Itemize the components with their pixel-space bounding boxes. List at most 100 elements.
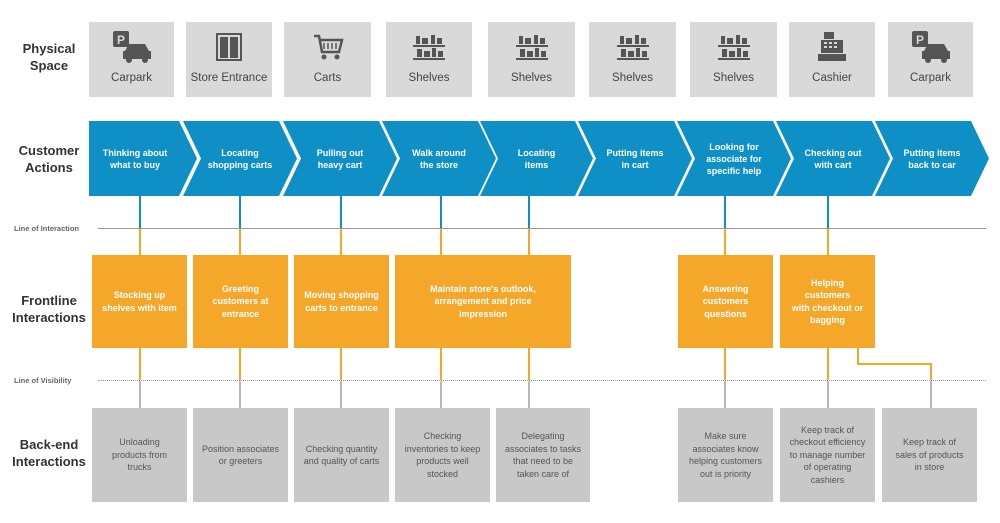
connector-line <box>239 196 241 228</box>
connector-line <box>827 196 829 228</box>
backend-label: Position associates or greeters <box>201 443 280 467</box>
svg-text:P: P <box>116 33 124 47</box>
frontline-label: Stocking up shelves with item <box>102 290 177 313</box>
parking-car-icon: P <box>111 31 153 63</box>
frontline-label: Greeting customers at entrance <box>212 283 269 319</box>
connector-line <box>528 348 530 380</box>
backend-box: Make sure associates know helping custom… <box>678 408 773 502</box>
frontline-label: Maintain store's outlook, arrangement an… <box>430 283 536 319</box>
backend-label: Delegating associates to tasks that need… <box>504 431 582 479</box>
connector-line <box>239 348 241 380</box>
physical-space-box: Shelves <box>690 22 777 97</box>
connector-line <box>724 229 726 255</box>
connector-line <box>930 363 932 380</box>
physical-space-label: Cashier <box>812 72 852 84</box>
customer-action-label: Pulling out heavy cart <box>316 147 364 170</box>
customer-action-arrow: Checking out with cart <box>776 121 890 196</box>
customer-action-label: Putting items in cart <box>606 147 664 170</box>
connector-line <box>139 229 141 255</box>
connector-line <box>139 196 141 228</box>
physical-space-box: Carts <box>284 22 371 97</box>
backend-label: Checking quantity and quality of carts <box>303 443 380 467</box>
shelves-icon <box>717 31 751 63</box>
connector-line <box>440 348 442 380</box>
cash-register-icon <box>816 31 848 63</box>
connector-line <box>340 196 342 228</box>
physical-space-box: Store Entrance <box>186 22 272 97</box>
backend-label: Keep track of checkout efficiency to man… <box>789 424 866 485</box>
connector-line <box>930 381 932 408</box>
backend-label: Checking inventories to keep products we… <box>404 431 481 479</box>
connector-line <box>528 229 530 255</box>
connector-line <box>857 363 932 365</box>
physical-space-label: Shelves <box>408 72 450 84</box>
customer-action-label: Locating items <box>517 147 556 170</box>
connector-line <box>139 348 141 380</box>
svg-text:P: P <box>915 33 923 47</box>
connector-line <box>528 381 530 408</box>
customer-action-arrow: Putting items in cart <box>578 121 692 196</box>
physical-space-label: Store Entrance <box>190 72 268 84</box>
physical-space-label: Shelves <box>713 72 754 84</box>
parking-car-icon: P <box>910 31 952 63</box>
frontline-box: Greeting customers at entrance <box>193 255 288 348</box>
physical-space-box: P Carpark <box>888 22 973 97</box>
physical-space-label: Carpark <box>910 72 951 84</box>
physical-space-box: Shelves <box>386 22 472 97</box>
shelves-icon <box>412 31 446 63</box>
cart-icon <box>312 31 344 63</box>
connector-line <box>440 229 442 255</box>
physical-space-box: P Carpark <box>89 22 174 97</box>
line-of-interaction-label: Line of Interaction <box>14 224 80 233</box>
backend-box: Checking quantity and quality of carts <box>294 408 389 502</box>
shelves-icon <box>616 31 650 63</box>
connector-line <box>857 348 859 365</box>
backend-label: Make sure associates know helping custom… <box>688 431 763 479</box>
frontline-label: Answering customers questions <box>702 283 749 319</box>
backend-label: Keep track of sales of products in store <box>895 437 964 473</box>
row-label-customer-actions: Customer Actions <box>18 143 80 175</box>
connector-line <box>139 381 141 408</box>
customer-action-arrow: Pulling out heavy cart <box>283 121 397 196</box>
line-of-visibility-label: Line of Visibility <box>14 376 72 385</box>
line-of-interaction <box>98 228 986 229</box>
physical-space-box: Shelves <box>589 22 676 97</box>
customer-action-label: Walk around the store <box>412 147 466 170</box>
physical-space-box: Cashier <box>789 22 875 97</box>
frontline-box: Helping customers with checkout or baggi… <box>780 255 875 348</box>
backend-box: Checking inventories to keep products we… <box>395 408 490 502</box>
physical-space-label: Carpark <box>111 72 152 84</box>
frontline-box: Maintain store's outlook, arrangement an… <box>395 255 571 348</box>
row-label-physical-space: Physical Space <box>22 41 76 73</box>
connector-line <box>724 348 726 380</box>
customer-action-arrow: Locating items <box>480 121 593 196</box>
customer-action-arrow: Thinking about what to buy <box>89 121 197 196</box>
connector-line <box>440 196 442 228</box>
doors-icon <box>214 31 244 63</box>
physical-space-box: Shelves <box>488 22 575 97</box>
connector-line <box>239 229 241 255</box>
shelves-icon <box>515 31 549 63</box>
frontline-box: Moving shopping carts to entrance <box>294 255 389 348</box>
frontline-label: Helping customers with checkout or baggi… <box>791 277 864 326</box>
backend-box: Keep track of checkout efficiency to man… <box>780 408 875 502</box>
customer-action-label: Thinking about what to buy <box>102 147 168 170</box>
connector-line <box>827 229 829 255</box>
frontline-label: Moving shopping carts to entrance <box>304 290 379 313</box>
frontline-box: Answering customers questions <box>678 255 773 348</box>
customer-action-arrow: Looking for associate for specific help <box>677 121 791 196</box>
backend-label: Unloading products from trucks <box>111 437 168 473</box>
frontline-box: Stocking up shelves with item <box>92 255 187 348</box>
customer-action-label: Locating shopping carts <box>207 147 273 170</box>
line-of-visibility <box>98 380 986 381</box>
customer-action-arrow: Locating shopping carts <box>183 121 297 196</box>
connector-line <box>340 381 342 408</box>
connector-line <box>827 381 829 408</box>
connector-line <box>724 381 726 408</box>
physical-space-label: Carts <box>313 72 342 84</box>
backend-box: Position associates or greeters <box>193 408 288 502</box>
connector-line <box>827 348 829 380</box>
customer-action-label: Looking for associate for specific help <box>706 141 762 176</box>
physical-space-label: Shelves <box>511 72 552 84</box>
connector-line <box>440 381 442 408</box>
